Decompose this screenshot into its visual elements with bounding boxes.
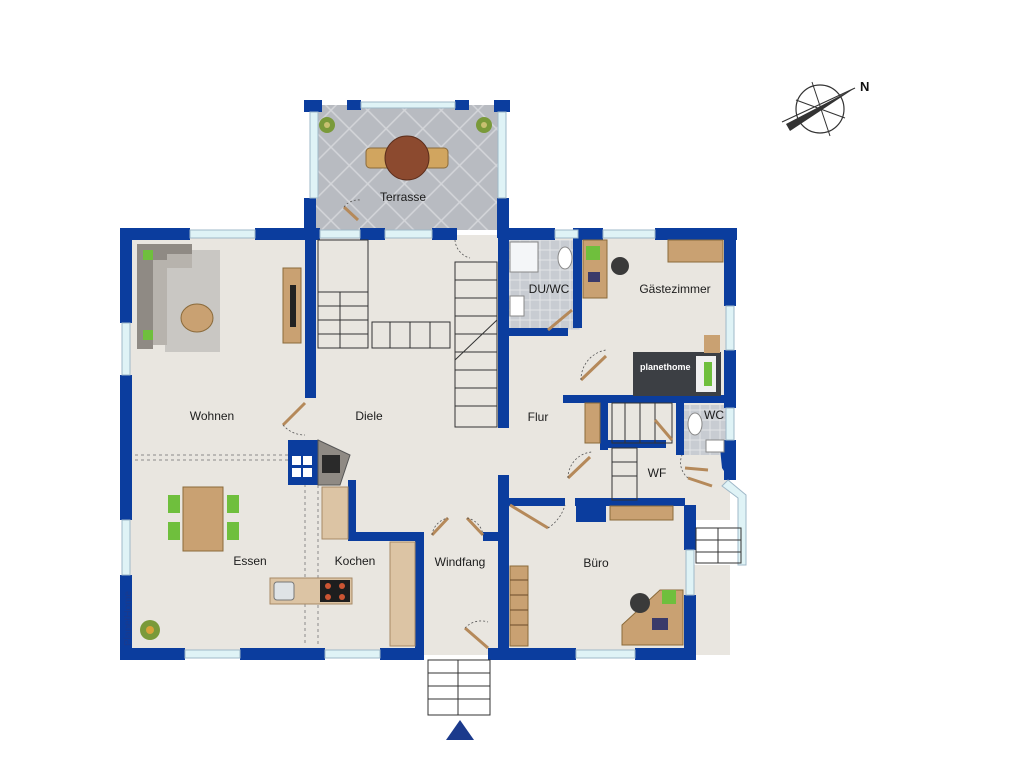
wardrobe [667,239,724,263]
kitchen-cabinet [321,486,349,540]
office-chair-icon [611,257,629,275]
stairs [317,239,742,716]
room-label-flur: Flur [528,410,549,424]
cooktop [320,580,350,602]
walls [120,100,737,660]
room-label-wohnen: Wohnen [190,409,234,423]
room-label-essen: Essen [233,554,266,568]
kitchen-cabinet-tall [389,541,416,647]
fireplace-tiles [292,456,312,477]
washbasin [509,295,525,317]
doors [281,199,713,650]
room-labels: Terrasse Wohnen Diele DU/WC Gästezimmer … [190,190,725,570]
room-label-du-wc: DU/WC [529,282,570,296]
room-label-gaestezimmer: Gästezimmer [639,282,710,296]
furniture: planethome [137,117,725,647]
brand-logo: PlanetHome [123,591,134,646]
storage-cabinet [584,402,601,444]
dining-table [182,486,224,552]
room-label-buero: Büro [583,556,609,570]
fireplace [317,439,351,486]
sink [273,581,295,601]
zone-lines [135,454,319,645]
compass-north-label: N [860,79,869,94]
toilet-icon [687,412,703,436]
bay-outline [721,479,747,566]
sideboard [609,505,674,521]
room-label-kochen: Kochen [335,554,376,568]
room-label-wf: WF [648,466,667,480]
sofa [137,244,192,349]
room-label-windfang: Windfang [435,555,486,569]
coffee-table [180,303,214,333]
bed-brand-badge: planethome [640,362,691,372]
windows [121,101,735,659]
toilet-icon [557,246,573,270]
plant-icon [319,117,335,133]
bed [633,335,721,396]
plant-icon [476,117,492,133]
dining-chairs [168,495,239,540]
office-chair-icon [630,593,650,613]
shower [509,241,539,273]
compass-icon [781,81,856,137]
room-label-terrasse: Terrasse [380,190,426,204]
room-label-diele: Diele [355,409,383,423]
terrace-table [365,135,449,181]
corner-desk [621,589,684,646]
plant-icon [140,620,160,640]
room-label-wc: WC [704,408,724,422]
bookshelf [509,565,529,647]
tv-cabinet [282,267,302,344]
entrance-arrow-icon [446,720,474,740]
washbasin [705,439,725,453]
